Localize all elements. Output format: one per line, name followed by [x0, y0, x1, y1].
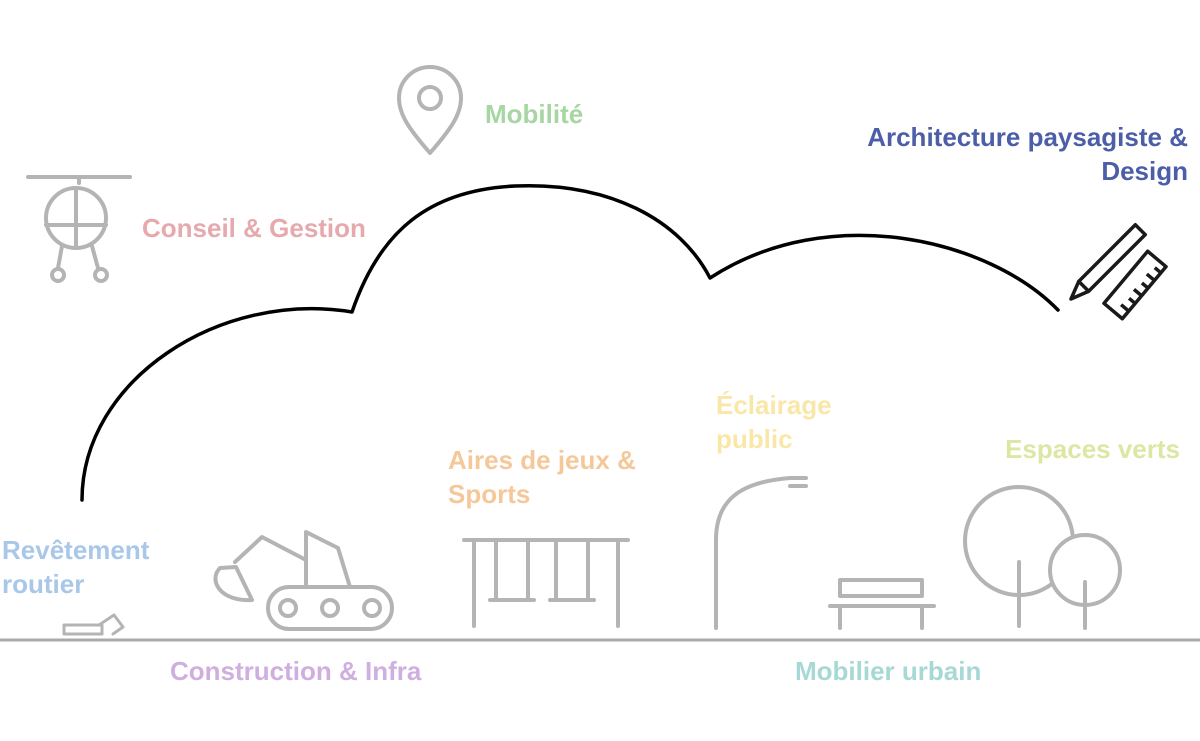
trees-icon [963, 485, 1122, 630]
excavator-icon [213, 530, 394, 631]
road-surface-icon [62, 613, 125, 636]
helicopter-icon [26, 175, 132, 283]
label-mobilier-urbain: Mobilier urbain [795, 656, 982, 686]
label-conseil-gestion: Conseil & Gestion [142, 213, 366, 243]
pencil-ruler-icon [1069, 223, 1168, 321]
street-lamp-icon [714, 476, 808, 630]
label-mobilite: Mobilité [485, 99, 584, 129]
label-architecture-design: Architecture paysagiste & Design [867, 122, 1188, 186]
bench-icon [828, 578, 936, 630]
cloud-outline [80, 183, 1060, 502]
map-pin-icon [397, 65, 463, 155]
label-revetement-routier: Revêtement routier [2, 535, 150, 599]
label-construction-infra: Construction & Infra [170, 656, 422, 686]
label-eclairage-public: Éclairage public [716, 390, 832, 454]
label-aires-de-jeux-sports: Aires de jeux & Sports [448, 445, 636, 509]
label-espaces-verts: Espaces verts [1005, 434, 1180, 464]
swing-set-icon [462, 538, 630, 628]
